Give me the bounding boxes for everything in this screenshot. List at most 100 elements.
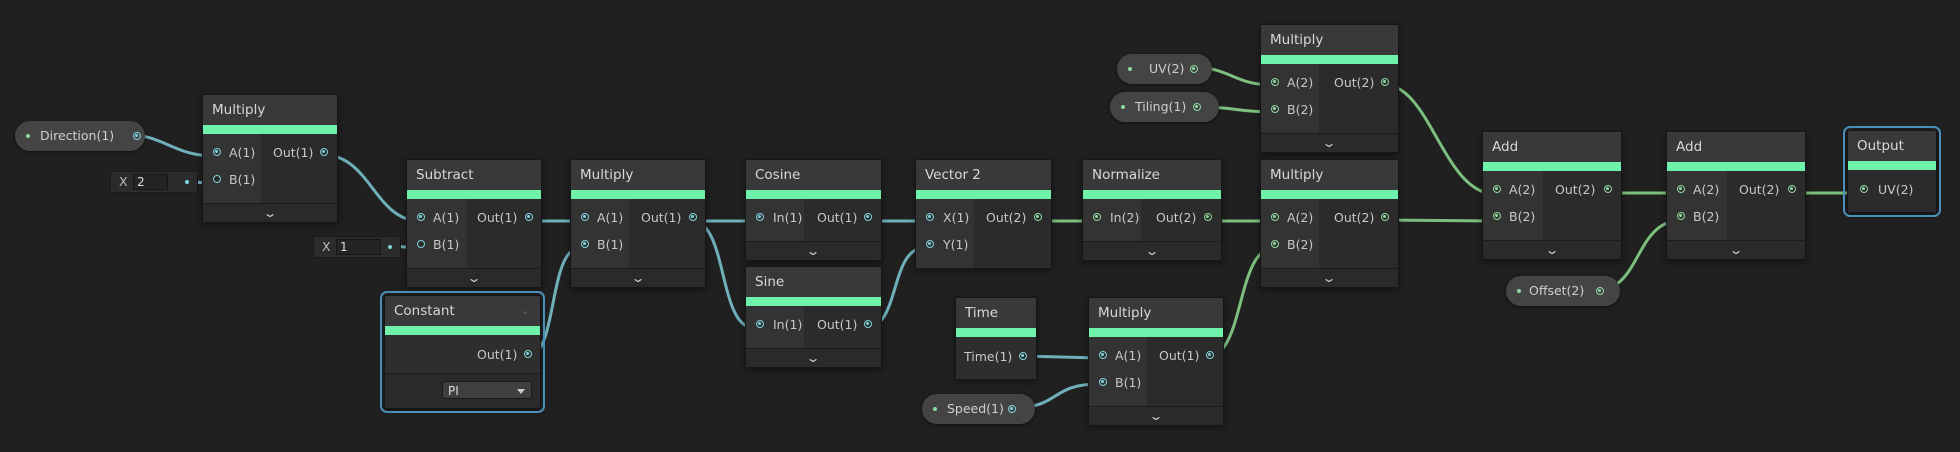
chevron-down-icon: ⌄ (466, 271, 482, 285)
node-title: Sine (746, 267, 881, 297)
node-cosine[interactable]: Cosine In(1) Out(1) ⌄ (745, 159, 882, 261)
node-title: Subtract (407, 160, 541, 190)
inline-input-subtract-b-value[interactable]: 1 (336, 239, 381, 255)
port-b-in[interactable] (1099, 378, 1107, 386)
property-tiling[interactable]: Tiling(1) (1110, 92, 1219, 122)
node-multiply-time[interactable]: Multiply A(1) B(1) Out(1) ⌄ (1088, 297, 1224, 426)
node-title: Constant (394, 303, 455, 319)
port-b-in[interactable] (1677, 212, 1685, 220)
port-y-in[interactable] (926, 240, 934, 248)
expand-button[interactable]: ⌄ (1667, 240, 1805, 259)
port-out[interactable] (689, 213, 697, 221)
property-offset-out-port[interactable] (1596, 287, 1604, 295)
port-a-in[interactable] (581, 213, 589, 221)
node-title: Multiply (571, 160, 705, 190)
port-out[interactable] (1381, 78, 1389, 86)
chevron-down-icon: ⌄ (1148, 409, 1164, 423)
port-a-in[interactable] (417, 213, 425, 221)
chevron-down-icon: ⌄ (1321, 271, 1338, 285)
expand-button[interactable]: ⌄ (746, 348, 881, 367)
node-multiply-pi[interactable]: Multiply A(1) B(1) Out(1) ⌄ (570, 159, 706, 288)
port-a-in[interactable] (1493, 185, 1501, 193)
property-direction-out-port[interactable] (133, 132, 141, 140)
inline-input-multiply-b[interactable]: X 2 (110, 171, 198, 193)
chevron-down-icon: ⌄ (805, 244, 822, 258)
dropdown-arrow-icon (517, 389, 525, 394)
expand-button[interactable]: ⌄ (203, 203, 337, 222)
node-normalize[interactable]: Normalize In(2) Out(2) ⌄ (1082, 159, 1222, 261)
port-b-in[interactable] (1493, 212, 1501, 220)
node-multiply-direction[interactable]: Multiply A(1) B(1) Out(1) ⌄ (202, 94, 338, 223)
expand-button[interactable]: ⌄ (1083, 241, 1221, 260)
node-sine[interactable]: Sine In(1) Out(1) ⌄ (745, 266, 882, 368)
chevron-down-icon: ⌄ (262, 206, 278, 220)
node-constant[interactable]: Constant ⌄ Out(1) PI (380, 291, 545, 413)
node-vector2[interactable]: Vector 2 X(1) Y(1) Out(2) (915, 159, 1052, 269)
port-a-in[interactable] (213, 148, 221, 156)
port-a-in[interactable] (1271, 213, 1279, 221)
constant-value-dropdown[interactable]: PI (442, 381, 532, 399)
port-a-in[interactable] (1271, 78, 1279, 86)
port-in[interactable] (756, 320, 764, 328)
property-speed[interactable]: Speed(1) (922, 394, 1035, 424)
port-uv-in[interactable] (1860, 185, 1868, 193)
port-out[interactable] (1381, 213, 1389, 221)
port-out[interactable] (1206, 351, 1214, 359)
property-tiling-out-port[interactable] (1193, 103, 1201, 111)
node-title: Output (1848, 131, 1936, 161)
port-b-in[interactable] (213, 175, 221, 183)
port-a-in[interactable] (1677, 185, 1685, 193)
node-multiply-direction-vector[interactable]: Multiply A(2) B(2) Out(2) ⌄ (1260, 159, 1399, 288)
property-direction[interactable]: Direction(1) (15, 121, 145, 151)
port-out[interactable] (525, 213, 533, 221)
port-out[interactable] (524, 350, 532, 358)
port-in[interactable] (756, 213, 764, 221)
expand-button[interactable]: ⌄ (1483, 240, 1621, 259)
node-output[interactable]: Output UV(2) (1843, 126, 1941, 217)
inline-input-multiply-b-value[interactable]: 2 (133, 174, 168, 190)
port-out[interactable] (320, 148, 328, 156)
node-add-2[interactable]: Add A(2) B(2) Out(2) ⌄ (1666, 131, 1806, 260)
chevron-down-icon: ⌄ (630, 271, 646, 285)
port-out[interactable] (1034, 213, 1042, 221)
node-title: Multiply (1261, 160, 1398, 190)
expand-button[interactable]: ⌄ (1261, 268, 1398, 287)
node-multiply-uv[interactable]: Multiply A(2) B(2) Out(2) ⌄ (1260, 24, 1399, 153)
port-out[interactable] (1204, 213, 1212, 221)
wire-multiply-dir-to-add-b (1383, 218, 1497, 223)
inline-input-subtract-b[interactable]: X 1 (313, 236, 401, 258)
port-a-in[interactable] (1099, 351, 1107, 359)
port-out[interactable] (1788, 185, 1796, 193)
port-out[interactable] (1019, 352, 1027, 360)
property-tiling-label: Tiling(1) (1135, 99, 1187, 114)
node-add-1[interactable]: Add A(2) B(2) Out(2) ⌄ (1482, 131, 1622, 260)
port-x-in[interactable] (926, 213, 934, 221)
port-out[interactable] (864, 213, 872, 221)
node-time[interactable]: Time Time(1) (955, 297, 1037, 380)
port-b-in[interactable] (581, 240, 589, 248)
port-b-in[interactable] (1271, 105, 1279, 113)
node-title: Normalize (1083, 160, 1221, 190)
node-title: Multiply (1261, 25, 1398, 55)
node-subtract[interactable]: Subtract A(1) B(1) Out(1) ⌄ (406, 159, 542, 288)
chevron-down-icon: ⌄ (1321, 136, 1338, 150)
port-b-in[interactable] (1271, 240, 1279, 248)
port-out[interactable] (864, 320, 872, 328)
property-speed-label: Speed(1) (947, 401, 1004, 416)
expand-button[interactable]: ⌄ (746, 241, 881, 260)
property-uv-out-port[interactable] (1190, 65, 1198, 73)
port-b-in[interactable] (417, 240, 425, 248)
property-speed-out-port[interactable] (1008, 405, 1016, 413)
expand-button[interactable]: ⌄ (407, 268, 541, 287)
node-title: Add (1483, 132, 1621, 162)
property-offset[interactable]: Offset(2) (1506, 276, 1620, 306)
node-title: Time (956, 298, 1036, 328)
node-title: Vector 2 (916, 160, 1051, 190)
expand-button[interactable]: ⌄ (571, 268, 705, 287)
expand-button[interactable]: ⌄ (1089, 406, 1223, 425)
port-in[interactable] (1093, 213, 1101, 221)
port-out[interactable] (1604, 185, 1612, 193)
expand-button[interactable]: ⌄ (1261, 133, 1398, 152)
property-uv[interactable]: UV(2) (1117, 54, 1212, 84)
